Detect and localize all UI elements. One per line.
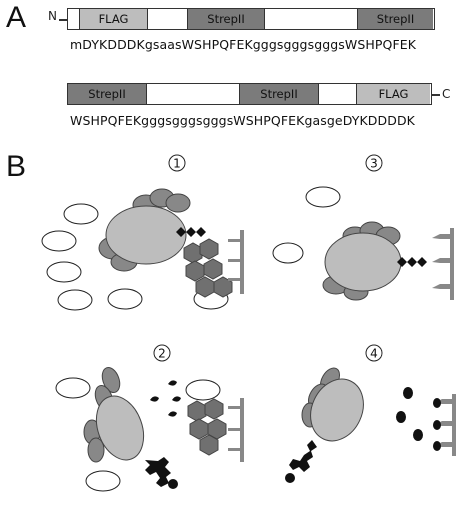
biotin-molecule <box>403 387 413 399</box>
c-terminus-line <box>432 94 440 96</box>
biotin-molecule <box>168 479 178 489</box>
step-3-scene: 3 <box>272 154 454 301</box>
strep-tactin-cluster <box>183 238 233 298</box>
protein-complex <box>322 221 402 301</box>
construct-1-flag-tag: FLAG <box>80 9 148 29</box>
construct-2-linker-1 <box>147 84 240 104</box>
panel-b-label: B <box>6 150 27 183</box>
strep-tag-chain <box>145 457 171 487</box>
resin-bead <box>228 230 244 294</box>
construct-1-bar: FLAG StrepII StrepII <box>67 8 435 30</box>
c-terminus-label: C <box>442 87 451 101</box>
panel-a-label: A <box>6 1 27 34</box>
free-protein-oval <box>41 230 77 252</box>
step-4-number: 4 <box>370 347 378 361</box>
construct-2-flag-tag: FLAG <box>357 84 430 104</box>
protein-complex <box>83 366 145 463</box>
free-protein-oval <box>305 186 341 208</box>
construct-2-strepii-tag-2: StrepII <box>240 84 319 104</box>
construct-2-bar: StrepII StrepII FLAG <box>67 83 432 105</box>
n-terminus-label: N <box>48 9 57 23</box>
n-terminus-line <box>59 19 67 21</box>
construct-1-strepii-tag-2: StrepII <box>358 9 433 29</box>
free-protein-oval <box>107 288 143 310</box>
biotin-molecule <box>168 411 177 417</box>
construct-2-sequence: WSHPQFEKgggsgggsgggsWSHPQFEKgasgeDYKDDDD… <box>70 113 415 128</box>
resin-bead <box>228 398 244 462</box>
step-2-number-circle <box>153 344 171 362</box>
strep-tag-chain <box>397 257 427 267</box>
step-1-scene: 1 <box>41 154 244 311</box>
construct-2-strepii-tag-1: StrepII <box>68 84 147 104</box>
step-2-number: 2 <box>158 347 166 361</box>
strep-tactin-cluster <box>187 398 227 456</box>
free-protein-oval <box>272 242 304 264</box>
free-protein-oval <box>63 203 99 225</box>
free-protein-oval <box>55 377 91 399</box>
resin-bead <box>433 394 456 456</box>
free-protein-oval <box>85 470 121 492</box>
construct-1-sequence: mDYKDDDKgsaasWSHPQFEKgggsgggsgggsWSHPQFE… <box>70 37 417 52</box>
construct-2-linker-2 <box>319 84 357 104</box>
step-4-scene: 4 <box>285 344 456 483</box>
step-3-number-circle <box>365 154 383 172</box>
free-protein-oval <box>46 261 82 283</box>
biotin-molecule <box>285 473 295 483</box>
biotin-molecule <box>172 396 181 402</box>
protein-complex <box>98 188 191 272</box>
free-protein-oval <box>185 379 221 401</box>
step-1-number: 1 <box>173 157 181 171</box>
construct-1-linker-1 <box>148 9 188 29</box>
construct-1-spacer <box>68 9 80 29</box>
resin-bead <box>432 228 454 300</box>
protein-complex <box>301 367 364 442</box>
biotin-molecule <box>168 380 177 386</box>
construct-1-strepii-tag-1: StrepII <box>188 9 265 29</box>
step-4-number-circle <box>365 344 383 362</box>
biotin-molecule <box>396 411 406 423</box>
strep-tag-chain <box>176 227 206 237</box>
step-1-number-circle <box>168 154 186 172</box>
biotin-molecule <box>413 429 423 441</box>
biotin-molecule <box>150 396 159 402</box>
strep-tag-chain <box>289 440 317 472</box>
construct-1-linker-2 <box>265 9 358 29</box>
step-2-scene: 2 <box>55 344 244 492</box>
step-3-number: 3 <box>370 157 378 171</box>
free-protein-oval <box>57 289 93 311</box>
